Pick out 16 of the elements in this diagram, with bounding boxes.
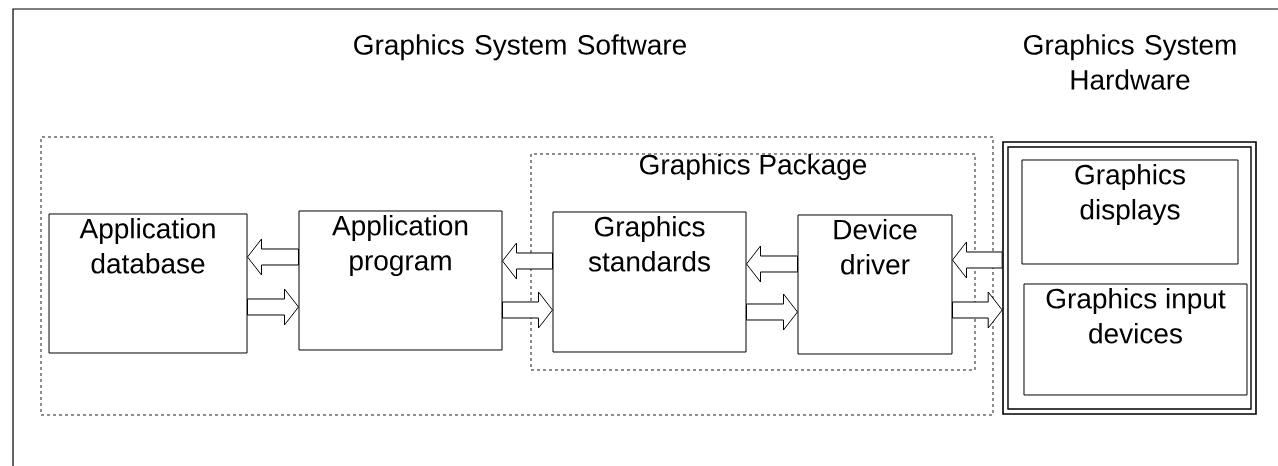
block-arrow: [247, 238, 299, 276]
block-arrow: [746, 245, 798, 283]
block-arrow: [502, 291, 553, 329]
process-box: Graphics input devices: [1023, 283, 1248, 396]
group-heading: Graphics System Hardware: [1024, 34, 1236, 90]
block-arrow: [952, 291, 1003, 329]
block-arrow: [247, 288, 299, 326]
block-arrow: [502, 242, 553, 280]
process-box: Application program: [298, 210, 503, 351]
block-arrow: [746, 293, 798, 331]
process-box: Application database: [48, 213, 248, 354]
process-box: Device driver: [797, 214, 953, 355]
process-box: Graphics displays: [1021, 159, 1239, 265]
group-heading: Graphics System Software: [354, 34, 686, 61]
process-box: Graphics standards: [552, 211, 747, 353]
block-arrow: [952, 241, 1003, 279]
